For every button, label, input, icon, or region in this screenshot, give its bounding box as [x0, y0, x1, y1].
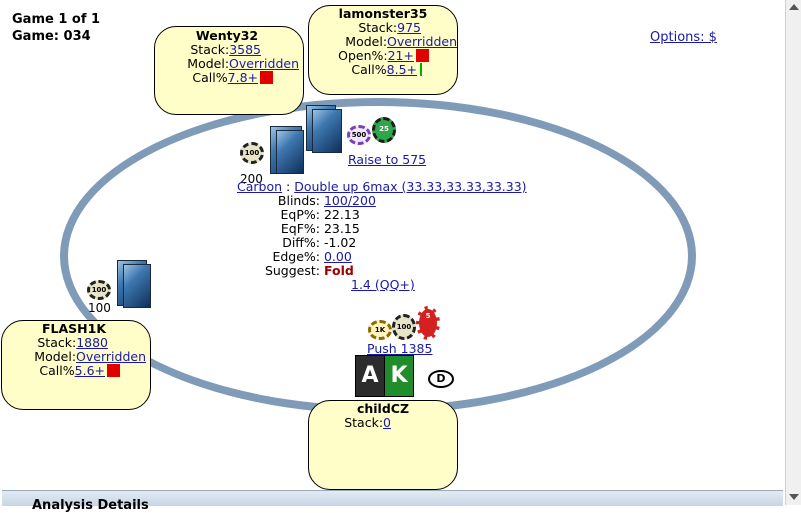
eqp-label: EqP%:	[280, 207, 320, 222]
stack-label: Stack:	[190, 42, 230, 57]
blinds-link[interactable]: 100/200	[323, 193, 376, 208]
model-link[interactable]: Overridden	[229, 56, 299, 71]
range-link[interactable]: 1.4 (QQ+)	[351, 277, 415, 292]
suggest-label: Suggest:	[264, 263, 320, 278]
chip-icon: 100	[240, 142, 264, 164]
blinds-label: Blinds:	[277, 193, 320, 208]
push-action-link[interactable]: Push 1385	[367, 341, 433, 356]
call-label: Call%	[39, 363, 75, 378]
seat-childcz[interactable]: childCZ Stack:0	[308, 400, 458, 490]
model-label: Model:	[345, 34, 388, 49]
call-label: Call%	[192, 70, 228, 85]
bet-amount: 200	[240, 172, 263, 186]
stack-link[interactable]: 975	[397, 20, 421, 35]
stack-link[interactable]: 1880	[76, 335, 108, 350]
options-link[interactable]: Options: $	[650, 30, 717, 45]
suggest-value: Fold	[323, 263, 354, 278]
model-label: Model:	[34, 349, 77, 364]
dealer-button-icon: D	[428, 370, 454, 388]
carbon-link[interactable]: Carbon	[237, 179, 283, 194]
chip-icon: 5	[416, 306, 440, 340]
scroll-up-icon[interactable]	[789, 4, 799, 10]
stack-link[interactable]: 0	[383, 415, 391, 430]
eqp-value: 22.13	[323, 207, 360, 222]
green-bar-icon	[420, 63, 422, 76]
hero-card-1: A	[355, 355, 385, 397]
vertical-scrollbar[interactable]	[785, 0, 801, 505]
center-info: Carbon : Double up 6max (33.33,33.33,33.…	[180, 180, 600, 292]
red-flag-icon	[416, 49, 429, 62]
game-count: Game 1 of 1	[12, 12, 101, 27]
stack-label: Stack:	[37, 335, 77, 350]
chip-icon: 1K	[368, 320, 392, 340]
player-name: FLASH1K	[41, 321, 107, 336]
open-label: Open%:	[338, 48, 388, 63]
call-link[interactable]: 5.6+	[74, 363, 105, 378]
chip-icon: 25	[372, 117, 396, 143]
edge-label: Edge%:	[272, 249, 320, 264]
analysis-details-label: Analysis Details	[32, 498, 149, 513]
blinds-row: Blinds: 100/200	[180, 194, 600, 208]
diff-label: Diff%:	[282, 235, 320, 250]
edge-row: Edge%: 0.00	[180, 250, 600, 264]
title-row: Carbon : Double up 6max (33.33,33.33,33.…	[180, 180, 600, 194]
seat-lamonster35[interactable]: lamonster35 Stack:975 Model:Overridden O…	[308, 5, 458, 95]
eqf-label: EqF%:	[280, 221, 320, 236]
chip-icon: 100	[392, 314, 416, 340]
chip-icon: 100	[87, 280, 111, 300]
open-link[interactable]: 21+	[387, 48, 414, 63]
game-header: Game 1 of 1 Game: 034	[12, 11, 100, 45]
seat-wenty32[interactable]: Wenty32 Stack:3585 Model:Overridden Call…	[154, 26, 304, 115]
stack-label: Stack:	[358, 20, 398, 35]
stack-link[interactable]: 3585	[229, 42, 261, 57]
player-name: childCZ	[356, 401, 410, 416]
model-label: Model:	[187, 56, 230, 71]
scroll-down-icon[interactable]	[789, 494, 799, 500]
model-link[interactable]: Overridden	[76, 349, 146, 364]
eqp-row: EqP%: 22.13	[180, 208, 600, 222]
card-back	[312, 109, 342, 153]
seat-flash1k[interactable]: FLASH1K Stack:1880 Model:Overridden Call…	[1, 320, 151, 410]
player-name: Wenty32	[195, 28, 259, 43]
raise-action-link[interactable]: Raise to 575	[348, 152, 427, 167]
player-name: lamonster35	[338, 6, 428, 21]
card-back	[276, 130, 304, 174]
analysis-details-bar[interactable]: Analysis Details	[2, 490, 783, 512]
extra-row: 1.4 (QQ+)	[180, 278, 600, 292]
card-back	[123, 264, 151, 308]
call-link[interactable]: 7.8+	[227, 70, 258, 85]
hero-card-2: K	[384, 355, 414, 397]
tournament-link[interactable]: Double up 6max (33.33,33.33,33.33)	[294, 179, 527, 194]
chip-icon: 500	[347, 125, 371, 145]
suggest-row: Suggest: Fold	[180, 264, 600, 278]
game-number: Game: 034	[12, 29, 91, 44]
separator: :	[286, 179, 291, 194]
eqf-value: 23.15	[323, 221, 360, 236]
edge-link[interactable]: 0.00	[323, 249, 352, 264]
model-link[interactable]: Overridden	[387, 34, 457, 49]
call-link[interactable]: 8.5+	[386, 62, 417, 77]
stack-label: Stack:	[344, 415, 384, 430]
bet-amount: 100	[88, 301, 111, 315]
call-label: Call%	[351, 62, 387, 77]
red-flag-icon	[107, 364, 120, 377]
diff-row: Diff%: -1.02	[180, 236, 600, 250]
diff-value: -1.02	[323, 235, 357, 250]
eqf-row: EqF%: 23.15	[180, 222, 600, 236]
red-flag-icon	[260, 71, 273, 84]
